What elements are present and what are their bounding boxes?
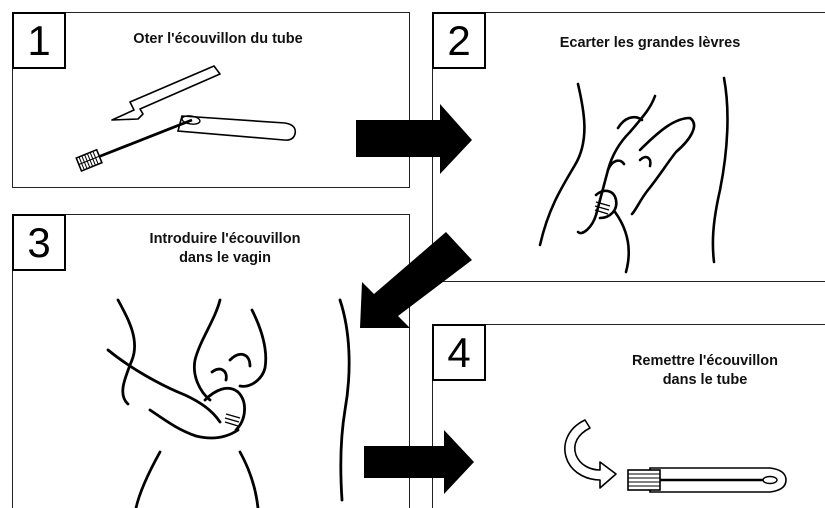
black-arrow-icon bbox=[0, 0, 825, 508]
